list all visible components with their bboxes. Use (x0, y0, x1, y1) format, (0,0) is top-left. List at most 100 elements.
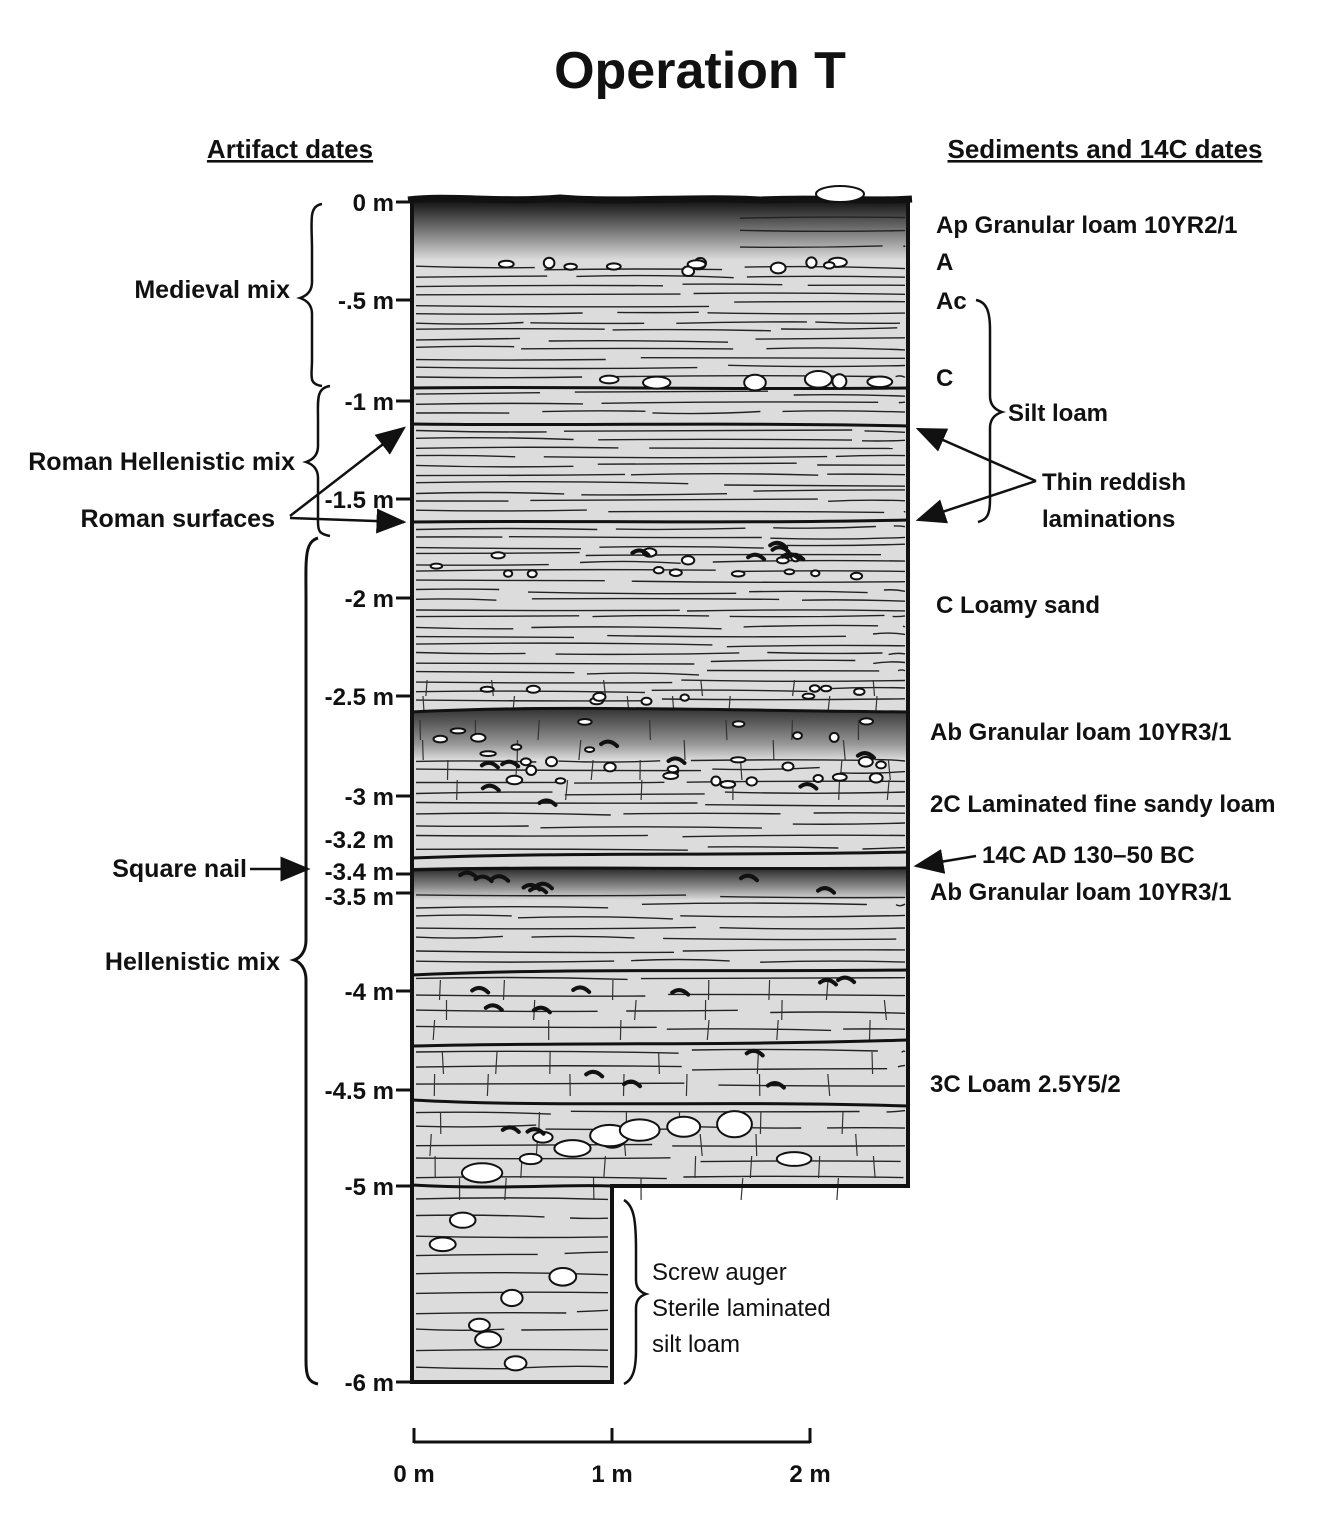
bone-fragment (528, 885, 549, 895)
bone-fragment (836, 975, 857, 985)
block-joint (649, 719, 651, 741)
bone-fragment (479, 760, 500, 770)
bone-fragment (670, 988, 691, 997)
lamina-line (707, 846, 839, 849)
clast (640, 696, 653, 706)
block-joint (565, 779, 569, 801)
lamina-line (415, 1157, 671, 1160)
lamina-line (415, 546, 582, 550)
reddish-arrow-lower (915, 479, 1037, 524)
clast (823, 261, 836, 270)
block-joint (887, 759, 891, 781)
lamina-line (415, 327, 605, 330)
lamina-line (415, 1328, 505, 1332)
lamina-line (415, 1009, 598, 1013)
lamina-line (893, 525, 906, 528)
block-joint (429, 1133, 432, 1157)
period-label-medieval: Medieval mix (134, 276, 290, 304)
clast (680, 555, 696, 566)
lamina-line (767, 651, 883, 655)
lamina-line (901, 1050, 906, 1053)
lamina-line (415, 1082, 685, 1085)
bone-fragment (490, 874, 511, 883)
block-joint (740, 1177, 744, 1201)
block-joint (871, 1051, 874, 1075)
roman-hellenistic-brace (302, 384, 331, 538)
block-joint (855, 1133, 858, 1157)
depth-tick-label: -5 m (345, 1174, 394, 1201)
auger-brace (623, 1198, 650, 1386)
lamina-line (686, 609, 906, 612)
clast (510, 743, 523, 751)
right-column-header: Sediments and 14C dates (948, 134, 1263, 164)
lamina-line (872, 632, 906, 636)
clast (577, 718, 593, 726)
lamina-line (726, 644, 906, 648)
block-joint (634, 999, 637, 1021)
lamina-line (415, 454, 516, 458)
block-joint (827, 695, 831, 713)
block-joint (886, 779, 890, 801)
clast (853, 687, 866, 696)
clast (652, 566, 665, 575)
bone-fragment (630, 548, 651, 557)
clast (497, 259, 515, 269)
clast (592, 691, 607, 702)
clast (428, 1236, 457, 1253)
page-title: Operation T (554, 42, 846, 100)
reddish-arrow-upper (915, 427, 1037, 483)
block-joint (818, 1155, 821, 1179)
clast (605, 262, 622, 271)
lamina-line (415, 337, 521, 341)
lamina-line (415, 935, 503, 939)
lamina-line (693, 292, 906, 295)
block-joint (425, 679, 428, 697)
clast (828, 731, 840, 743)
bone-fragment (599, 739, 620, 749)
square-nail-label: Square nail (112, 855, 247, 883)
lamina-line (415, 1214, 545, 1218)
bone-fragment (666, 756, 687, 765)
horizon-c-loamy-sand: C Loamy sand (936, 592, 1100, 619)
clast (857, 756, 874, 768)
lamina-line (517, 916, 673, 920)
lamina-line (641, 902, 867, 906)
lamina-line (782, 410, 906, 413)
lamina-line (530, 498, 818, 502)
clast (730, 756, 747, 764)
block-joint (776, 1019, 779, 1041)
lamina-line (521, 1328, 609, 1331)
thin-reddish-label-line1: Thin reddish (1042, 469, 1186, 496)
block-joint (756, 1051, 759, 1075)
lamina-line (592, 614, 710, 618)
roman-surface-arrow-lower (289, 508, 407, 534)
depth-tick-label: -2.5 m (325, 684, 394, 711)
block-joint (603, 679, 607, 697)
block-joint (422, 695, 425, 713)
bone-fragment (816, 886, 836, 895)
block-joint (699, 1133, 703, 1157)
block-joint (842, 739, 846, 761)
block-joint (755, 1133, 758, 1157)
clast (686, 259, 707, 270)
bone-fragment (470, 985, 491, 995)
lamina-line (864, 430, 906, 433)
lamina-line (415, 1025, 657, 1029)
block-joint (838, 779, 841, 801)
laminations (415, 216, 906, 1370)
clast (666, 764, 680, 774)
lamina-line (681, 679, 906, 683)
clast (642, 375, 672, 390)
horizon-labels: Ap Granular loam 10YR2/1 A Ac C Silt loa… (913, 212, 1275, 1098)
lamina-line (415, 429, 547, 433)
depth-tick-label: 0 m (353, 190, 394, 217)
lamina-line (415, 1197, 609, 1201)
block-joint (872, 1155, 876, 1179)
block-joint (685, 1073, 688, 1097)
clast (812, 774, 824, 783)
lamina-line (902, 245, 906, 248)
lamina-line (415, 615, 580, 618)
clast (505, 774, 524, 786)
lamina-line (770, 536, 906, 540)
period-label-hellenistic: Hellenistic mix (105, 948, 280, 976)
